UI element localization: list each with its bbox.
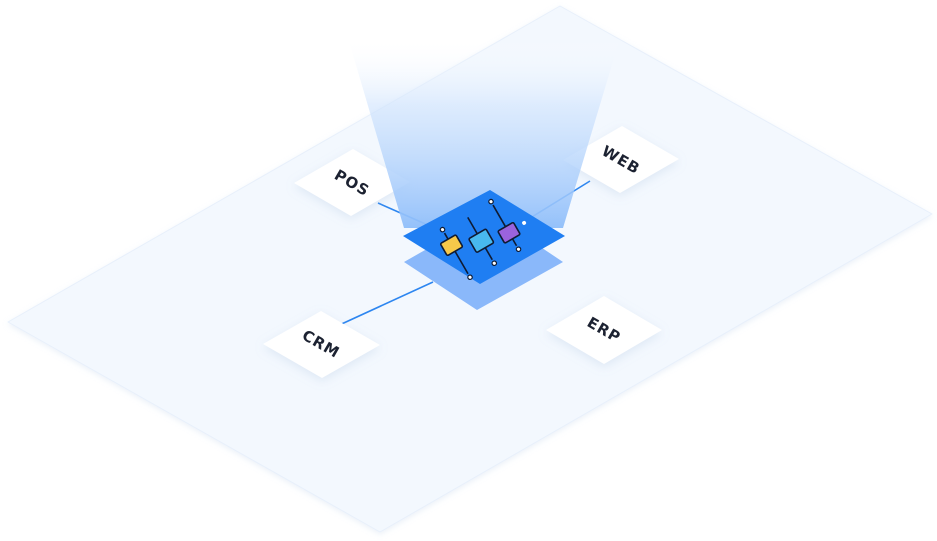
slider-knob-purple: [497, 221, 521, 244]
slider-knob-yellow: [439, 234, 464, 257]
node-web[interactable]: WEB: [563, 126, 679, 193]
node-pos[interactable]: POS: [294, 149, 410, 216]
slider-knob-cyan: [468, 228, 495, 253]
node-erp[interactable]: ERP: [546, 296, 662, 364]
sliders-icon: [439, 198, 527, 281]
node-crm[interactable]: CRM: [263, 311, 380, 378]
light-beam: [348, 38, 620, 228]
